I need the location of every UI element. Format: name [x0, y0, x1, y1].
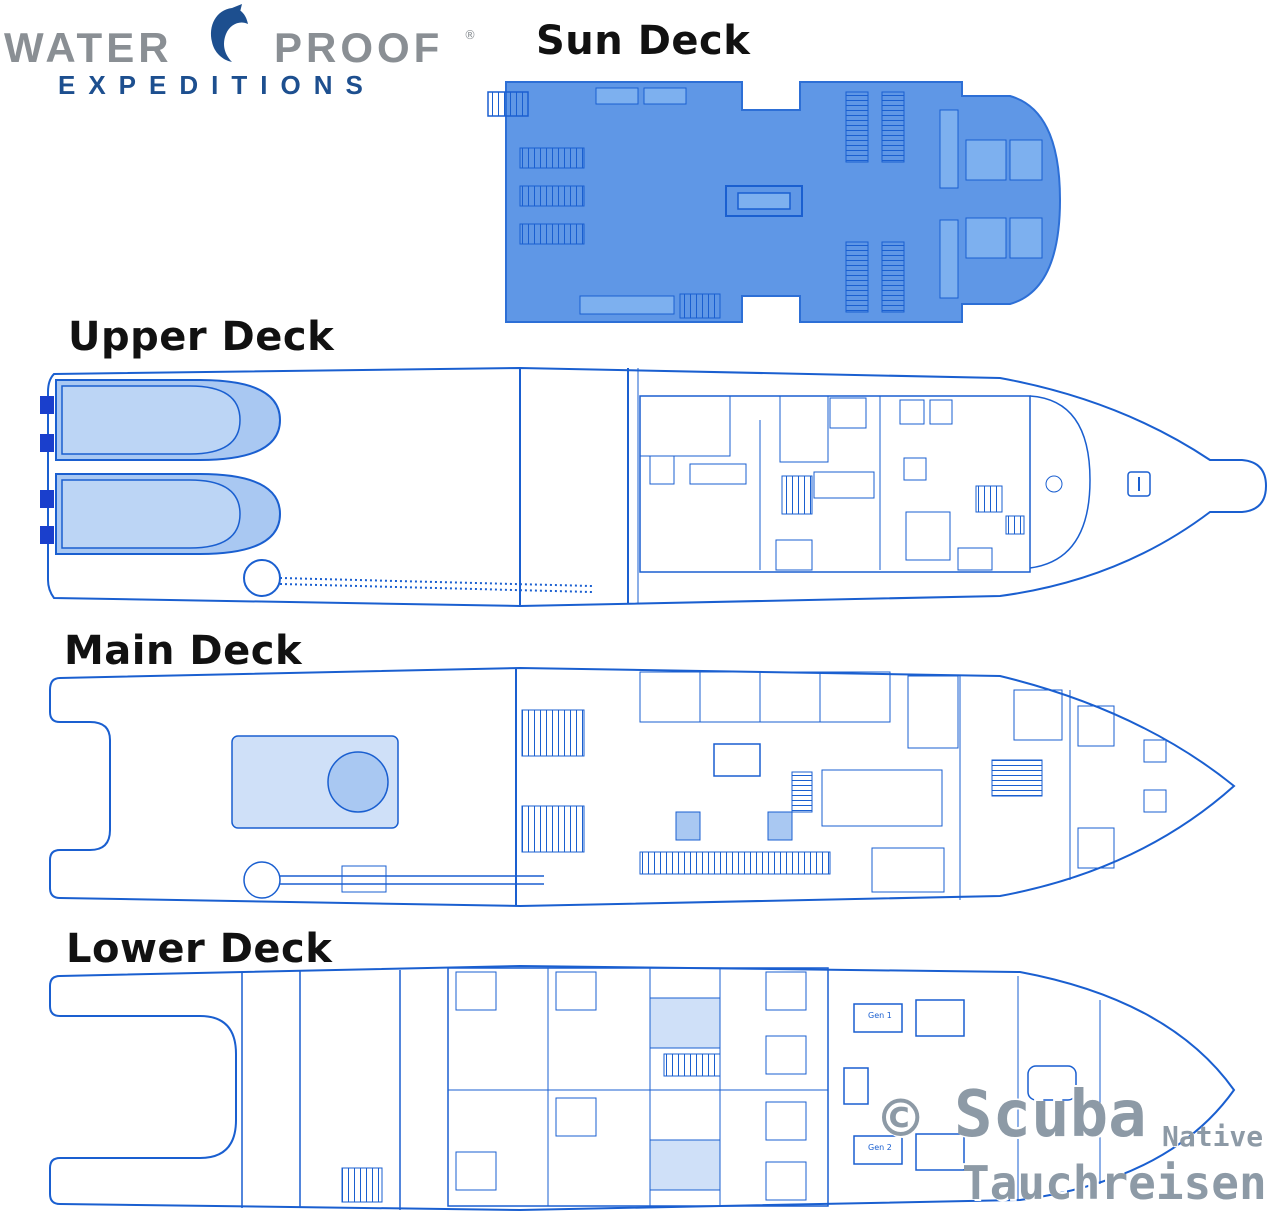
- main-deck-plan: [49, 666, 1236, 908]
- logo-word-left: WATER: [4, 24, 173, 71]
- sun-deck-plan: [487, 81, 1062, 323]
- watermark: © Scuba Native Tauchreisen: [880, 1078, 1275, 1215]
- upper-deck-title: Upper Deck: [68, 314, 335, 360]
- watermark-native: Native: [1162, 1120, 1264, 1153]
- generator-2-label: Gen 2: [868, 1143, 892, 1152]
- lower-deck-plan: [49, 964, 1236, 1212]
- registered-mark: ®: [464, 28, 476, 42]
- upper-deck-plan: [40, 366, 1268, 608]
- watermark-subline: Tauchreisen: [962, 1156, 1267, 1210]
- watermark-brand: Scuba: [954, 1078, 1147, 1152]
- sun-deck-title: Sun Deck: [536, 18, 751, 64]
- sun-deck-ladder: [487, 91, 529, 117]
- company-logo: WATER PROOF ® EXPEDITIONS: [4, 4, 484, 104]
- generator-1-label: Gen 1: [868, 1011, 892, 1020]
- logo-subline: EXPEDITIONS: [58, 70, 376, 100]
- tender-engines: [40, 396, 54, 544]
- main-deck-title: Main Deck: [64, 628, 303, 674]
- logo-word-right: PROOF: [274, 24, 444, 71]
- watermark-copyright: ©: [882, 1082, 920, 1155]
- lower-deck-title: Lower Deck: [66, 926, 333, 972]
- dolphin-icon: [202, 4, 262, 66]
